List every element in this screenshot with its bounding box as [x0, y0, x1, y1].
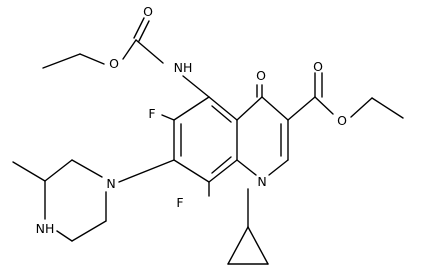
bond-c3-cooet [287, 96, 316, 121]
bond-ch-methyl [12, 161, 46, 182]
bond-c8-c7 [173, 159, 210, 183]
bond-cp-a [227, 226, 249, 265]
bond-c-o-carbonyl [133, 17, 145, 39]
f-8-label: F [176, 195, 183, 210]
carbamate-group [42, 17, 210, 98]
bond-ch2b-ch2c [71, 220, 107, 242]
bond-c6-f [161, 114, 175, 121]
bond-n-ch2a [71, 159, 103, 178]
o-acid-carbonyl-label: O [313, 59, 323, 74]
bond-nh-ch2b [56, 230, 73, 242]
bond-nh-c5 [182, 75, 210, 98]
cyclopropyl-group [227, 188, 269, 265]
nh-amide-label: NH [174, 60, 193, 75]
bond-c4a-c4 [236, 96, 263, 121]
bond-c8a-c8 [208, 159, 238, 183]
f-6-label: F [148, 106, 155, 121]
bond-ch2-ch3 [42, 53, 81, 69]
piperazine-ring [12, 159, 175, 242]
bond-c-o-ester [314, 96, 334, 115]
bond-c-nh [135, 39, 164, 64]
bond-c7-npip [118, 159, 175, 183]
n-piperazine-label: N [106, 176, 115, 191]
bond-c6-c5 [173, 96, 210, 121]
o-acid-ester-label: O [337, 113, 347, 128]
bond-n1-c8a [236, 159, 257, 176]
ethyl-ester-group [287, 72, 404, 121]
nh-piperazine-label: NH [36, 221, 55, 236]
bond-o-ch2 [350, 97, 373, 118]
bond-c2-n1 [268, 159, 289, 176]
bond-c5-c4a-double [211, 105, 232, 123]
bond-ch2a-ch [44, 159, 73, 182]
o-ketone-label: O [256, 68, 266, 83]
pyridone-ring [236, 84, 289, 176]
n-quinolone-label: N [257, 174, 266, 189]
o-carbamate-carbonyl-label: O [143, 4, 153, 19]
benzene-ring [173, 96, 238, 183]
o-carbamate-ester-label: O [109, 56, 119, 71]
bond-c-o-ester [122, 39, 137, 60]
bond-c8a-c8-double [211, 156, 232, 174]
bond-c-o-carbonyl-double [138, 20, 150, 42]
bond-ch2-ch3 [371, 97, 404, 119]
bond-o-ch2 [79, 53, 105, 65]
bond-c4-c3 [261, 96, 289, 121]
bond-c5-c4a [208, 96, 238, 121]
bond-cp-b [247, 226, 269, 265]
